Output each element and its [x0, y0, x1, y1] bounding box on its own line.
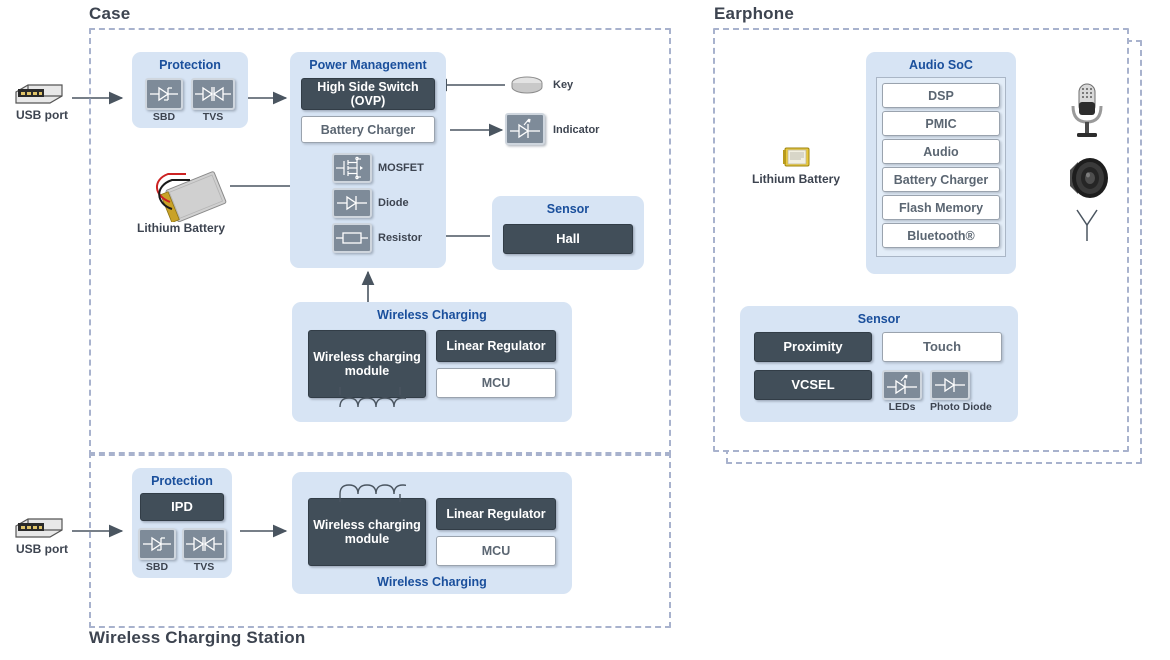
tvs-label: TVS: [202, 111, 224, 123]
case-protection-title: Protection: [159, 58, 221, 72]
leds-label: LEDs: [888, 401, 916, 413]
case-battery-label: Lithium Battery: [136, 221, 225, 235]
station-sbd-label: SBD: [145, 561, 169, 573]
coil-icon: [334, 387, 413, 411]
station-usb-port-label: USB port: [16, 542, 68, 556]
station-tvs-label: TVS: [193, 561, 215, 573]
led-icon: [882, 370, 922, 400]
linear-regulator-block: Linear Regulator: [436, 330, 556, 362]
leds-component: LEDs: [882, 370, 922, 413]
schottky-diode-icon: [138, 528, 176, 560]
sbd-component: SBD: [145, 78, 183, 123]
indicator-label: Indicator: [553, 124, 600, 136]
schottky-diode-icon: [145, 78, 183, 110]
touch-block: Touch: [882, 332, 1002, 362]
speaker-icon: [1062, 150, 1114, 206]
diode-label: Diode: [378, 197, 409, 209]
usb-port-label: USB port: [16, 108, 68, 122]
earphone-sensor-panel: Sensor Proximity VCSEL Touch: [740, 306, 1018, 422]
resistor-icon: [332, 223, 372, 253]
case-protection-panel: Protection SBD: [132, 52, 248, 128]
earphone-sensor-title: Sensor: [857, 312, 901, 326]
usb-port-icon: [10, 78, 70, 106]
station-tvs-component: TVS: [182, 528, 226, 573]
case-sensor-panel: Sensor Hall: [492, 196, 644, 270]
key-label: Key: [553, 79, 574, 91]
resistor-component: Resistor: [332, 223, 446, 253]
station-sbd-component: SBD: [138, 528, 176, 573]
resistor-label: Resistor: [378, 232, 423, 244]
ipd-block: IPD: [140, 493, 224, 521]
power-management-title: Power Management: [309, 58, 427, 72]
station-wireless-charging-panel: Wireless charging module Linear Regulato…: [292, 472, 572, 594]
flash-memory-block: Flash Memory: [882, 195, 1000, 220]
tvs-diode-icon: [191, 78, 235, 110]
audio-soc-panel: Audio SoC DSP PMIC Audio Battery Charger…: [866, 52, 1016, 274]
tvs-component: TVS: [191, 78, 235, 123]
lithium-battery-icon: [140, 168, 234, 224]
station-protection-title: Protection: [151, 474, 213, 488]
battery-charger-block: Battery Charger: [301, 116, 435, 143]
tvs-diode-icon: [182, 528, 226, 560]
case-wireless-charging-title: Wireless Charging: [377, 308, 487, 322]
case-boundary: [89, 28, 671, 456]
case-section-title: Case: [89, 4, 131, 23]
photodiode-component: Photo Diode: [930, 370, 992, 413]
earphone-battery-label: Lithium Battery: [751, 172, 840, 186]
mosfet-component: MOSFET: [332, 153, 446, 183]
earphone-battery-charger-block: Battery Charger: [882, 167, 1000, 192]
mcu-block: MCU: [436, 368, 556, 398]
antenna-icon: [1072, 207, 1102, 241]
vcsel-block: VCSEL: [754, 370, 872, 400]
pmic-block: PMIC: [882, 111, 1000, 136]
wireless-charging-module-block: Wireless charging module: [308, 330, 426, 398]
microphone-icon: [1064, 80, 1110, 142]
station-mcu-block: MCU: [436, 536, 556, 566]
audio-soc-title: Audio SoC: [909, 58, 973, 72]
high-side-switch-block: High Side Switch (OVP): [301, 78, 435, 110]
photodiode-label: Photo Diode: [930, 401, 992, 413]
earphone-section-title: Earphone: [714, 4, 795, 23]
mosfet-label: MOSFET: [378, 162, 424, 174]
audio-block: Audio: [882, 139, 1000, 164]
station-boundary: [89, 452, 671, 628]
sbd-label: SBD: [152, 111, 176, 123]
proximity-block: Proximity: [754, 332, 872, 362]
usb-port-icon: [10, 512, 70, 540]
diode-icon: [332, 188, 372, 218]
station-section-title: Wireless Charging Station: [89, 628, 306, 647]
hall-sensor-block: Hall: [503, 224, 633, 254]
case-sensor-title: Sensor: [546, 202, 590, 216]
dsp-block: DSP: [882, 83, 1000, 108]
diode-component: Diode: [332, 188, 446, 218]
audio-soc-inner-frame: DSP PMIC Audio Battery Charger Flash Mem…: [876, 77, 1006, 257]
photodiode-icon: [930, 370, 970, 400]
lithium-battery-icon: [782, 144, 812, 170]
case-wireless-charging-panel: Wireless Charging Wireless charging modu…: [292, 302, 572, 422]
station-protection-panel: Protection IPD SBD: [132, 468, 232, 578]
station-wireless-charging-module-block: Wireless charging module: [308, 498, 426, 566]
station-wireless-charging-title: Wireless Charging: [377, 575, 487, 589]
led-indicator-icon: [505, 113, 545, 145]
station-linear-regulator-block: Linear Regulator: [436, 498, 556, 530]
coil-icon: [334, 478, 413, 502]
power-management-panel: Power Management High Side Switch (OVP) …: [290, 52, 446, 268]
bluetooth-block: Bluetooth®: [882, 223, 1000, 248]
mosfet-icon: [332, 153, 372, 183]
tactile-key-icon: [508, 74, 546, 96]
